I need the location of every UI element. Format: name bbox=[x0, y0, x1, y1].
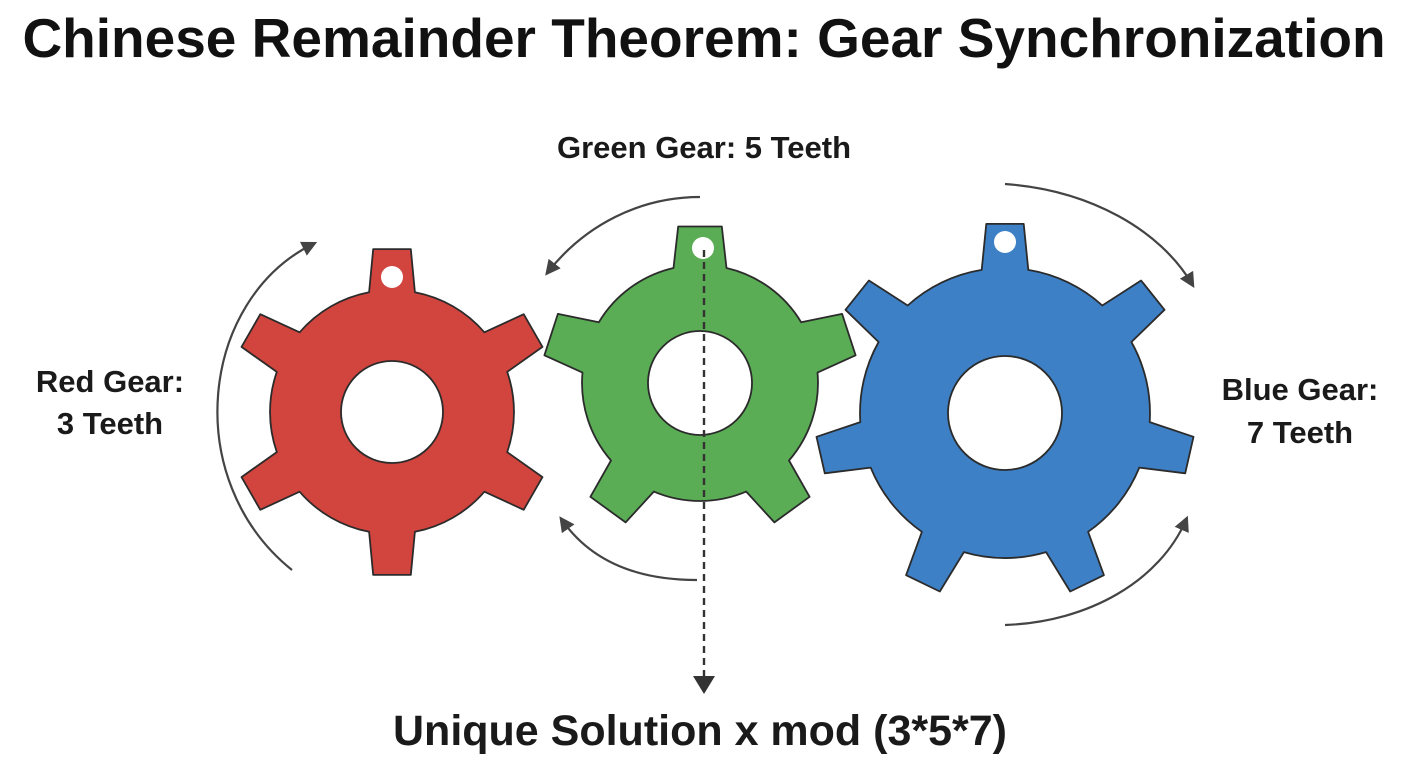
red-gear bbox=[240, 248, 544, 576]
blue-gear-marker-dot bbox=[994, 231, 1016, 253]
synchronization-arrowhead bbox=[693, 676, 715, 694]
blue-gear bbox=[815, 223, 1195, 593]
solution-label: Unique Solution x mod (3*5*7) bbox=[393, 707, 1007, 755]
green-gear-center-hole bbox=[647, 330, 753, 436]
page-title: Chinese Remainder Theorem: Gear Synchron… bbox=[22, 7, 1386, 69]
red-gear-marker-dot bbox=[381, 266, 403, 288]
blue-gear-center-hole bbox=[947, 355, 1063, 471]
blue-gear-label-line2: 7 Teeth bbox=[1247, 415, 1353, 450]
blue-gear-rotation-arrow-bottom bbox=[1004, 515, 1189, 627]
red-gear-center-hole bbox=[340, 360, 444, 464]
red-gear-label-line1: Red Gear: bbox=[36, 364, 184, 399]
red-gear-label-line2: 3 Teeth bbox=[57, 406, 163, 441]
green-gear-rotation-arrow-top bbox=[545, 195, 701, 276]
rotation-arrows bbox=[216, 182, 1195, 627]
green-gear-marker-dot bbox=[692, 237, 714, 259]
blue-gear-rotation-arrow-top bbox=[1004, 182, 1195, 288]
green-gear bbox=[543, 225, 857, 524]
red-gear-rotation-arrow bbox=[216, 241, 318, 571]
green-gear-label: Green Gear: 5 Teeth bbox=[557, 130, 851, 165]
green-gear-rotation-arrow-bottom bbox=[559, 516, 698, 582]
blue-gear-label-line1: Blue Gear: bbox=[1222, 372, 1379, 407]
